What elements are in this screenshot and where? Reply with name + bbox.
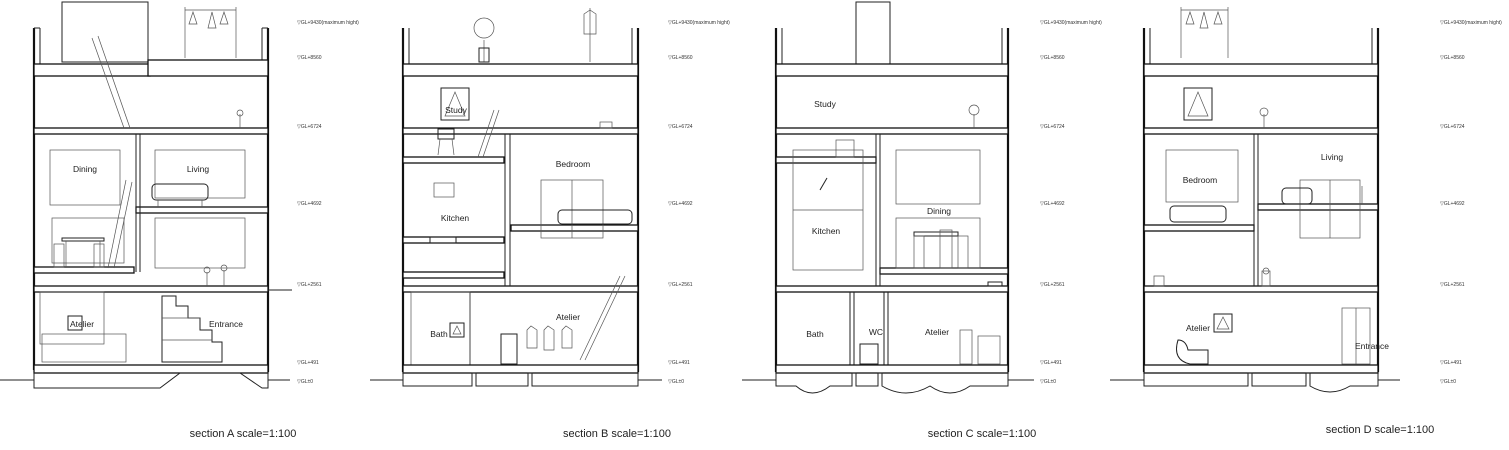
- level-marker: ▽GL±0: [1440, 379, 1456, 385]
- level-marker: ▽GL+6724: [1440, 124, 1465, 130]
- level-marker: ▽GL±0: [297, 379, 313, 385]
- level-marker: ▽GL+8560: [1040, 55, 1065, 61]
- level-marker: ▽GL±0: [1040, 379, 1056, 385]
- level-marker: ▽GL+491: [1440, 360, 1462, 366]
- level-marker: ▽GL+4692: [297, 201, 322, 207]
- section-d-room-labels: Living Bedroom Atelier Entrance: [1183, 152, 1390, 351]
- section-a-caption: section A scale=1:100: [190, 428, 297, 440]
- room-label-wc: WC: [869, 327, 883, 337]
- section-a: Dining Living Atelier Entrance ▽GL+9430(…: [0, 1, 359, 440]
- room-label-living: Living: [1321, 152, 1343, 162]
- room-label-dining: Dining: [927, 206, 951, 216]
- level-marker: ▽GL+4692: [1440, 201, 1465, 207]
- room-label-living: Living: [187, 164, 209, 174]
- level-marker: ▽GL+2561: [668, 282, 693, 288]
- section-c-room-labels: Study Kitchen Dining Bath WC Atelier: [806, 99, 951, 339]
- level-marker: ▽GL+9430(maximum hight): [668, 20, 730, 26]
- room-label-kitchen: Kitchen: [441, 213, 470, 223]
- section-b-caption: section B scale=1:100: [563, 428, 671, 440]
- level-marker: ▽GL+9430(maximum hight): [297, 20, 359, 26]
- room-label-entrance: Entrance: [1355, 341, 1389, 351]
- room-label-kitchen: Kitchen: [812, 226, 841, 236]
- level-marker: ▽GL+4692: [668, 201, 693, 207]
- level-marker: ▽GL+2561: [1440, 282, 1465, 288]
- level-marker: ▽GL+9430(maximum hight): [1040, 20, 1102, 26]
- room-label-atelier: Atelier: [925, 327, 949, 337]
- level-marker: ▽GL+8560: [1440, 55, 1465, 61]
- room-label-entrance: Entrance: [209, 319, 243, 329]
- level-marker: ▽GL+6724: [297, 124, 322, 130]
- room-label-bedroom: Bedroom: [1183, 175, 1218, 185]
- level-marker: ▽GL+8560: [297, 55, 322, 61]
- level-marker: ▽GL+2561: [297, 282, 322, 288]
- section-b-room-labels: Study Bedroom Kitchen Bath Atelier: [430, 105, 590, 339]
- section-a-furniture: [41, 7, 244, 363]
- room-label-bedroom: Bedroom: [556, 159, 591, 169]
- section-a-room-labels: Dining Living Atelier Entrance: [70, 164, 243, 329]
- level-marker: ▽GL+491: [1040, 360, 1062, 366]
- section-d-structure: [1110, 28, 1400, 393]
- level-marker: ▽GL+6724: [1040, 124, 1065, 130]
- room-label-dining: Dining: [73, 164, 97, 174]
- room-label-bath: Bath: [430, 329, 448, 339]
- section-c-caption: section C scale=1:100: [928, 428, 1037, 440]
- room-label-atelier: Atelier: [556, 312, 580, 322]
- room-label-study: Study: [814, 99, 836, 109]
- section-b-structure: [370, 28, 662, 387]
- level-marker: ▽GL+491: [668, 360, 690, 366]
- level-marker: ▽GL+9430(maximum hight): [1440, 20, 1502, 26]
- section-c-furniture: [819, 104, 1003, 365]
- level-marker: ▽GL+8560: [668, 55, 693, 61]
- level-marker: ▽GL+6724: [668, 124, 693, 130]
- section-c-structure: [742, 1, 1034, 394]
- level-marker: ▽GL+2561: [1040, 282, 1065, 288]
- section-d-caption: section D scale=1:100: [1326, 424, 1435, 436]
- room-label-atelier: Atelier: [70, 319, 94, 329]
- level-marker: ▽GL+491: [297, 360, 319, 366]
- section-d: Living Bedroom Atelier Entrance ▽GL+9430…: [1110, 7, 1502, 436]
- section-b-level-markers: ▽GL+9430(maximum hight) ▽GL+8560 ▽GL+672…: [668, 20, 730, 385]
- section-d-furniture: [1153, 7, 1363, 365]
- room-label-study: Study: [445, 105, 467, 115]
- section-b: Study Bedroom Kitchen Bath Atelier ▽GL+9…: [370, 8, 730, 440]
- section-a-structure: [0, 1, 292, 389]
- room-label-bath: Bath: [806, 329, 824, 339]
- level-marker: ▽GL+4692: [1040, 201, 1065, 207]
- section-d-level-markers: ▽GL+9430(maximum hight) ▽GL+8560 ▽GL+672…: [1440, 20, 1502, 385]
- section-b-furniture: [429, 8, 633, 365]
- level-marker: ▽GL±0: [668, 379, 684, 385]
- section-c-level-markers: ▽GL+9430(maximum hight) ▽GL+8560 ▽GL+672…: [1040, 20, 1102, 385]
- room-label-atelier: Atelier: [1186, 323, 1210, 333]
- section-c: Study Kitchen Dining Bath WC Atelier ▽GL…: [742, 1, 1102, 440]
- section-a-level-markers: ▽GL+9430(maximum hight) ▽GL+8560 ▽GL+672…: [297, 20, 359, 385]
